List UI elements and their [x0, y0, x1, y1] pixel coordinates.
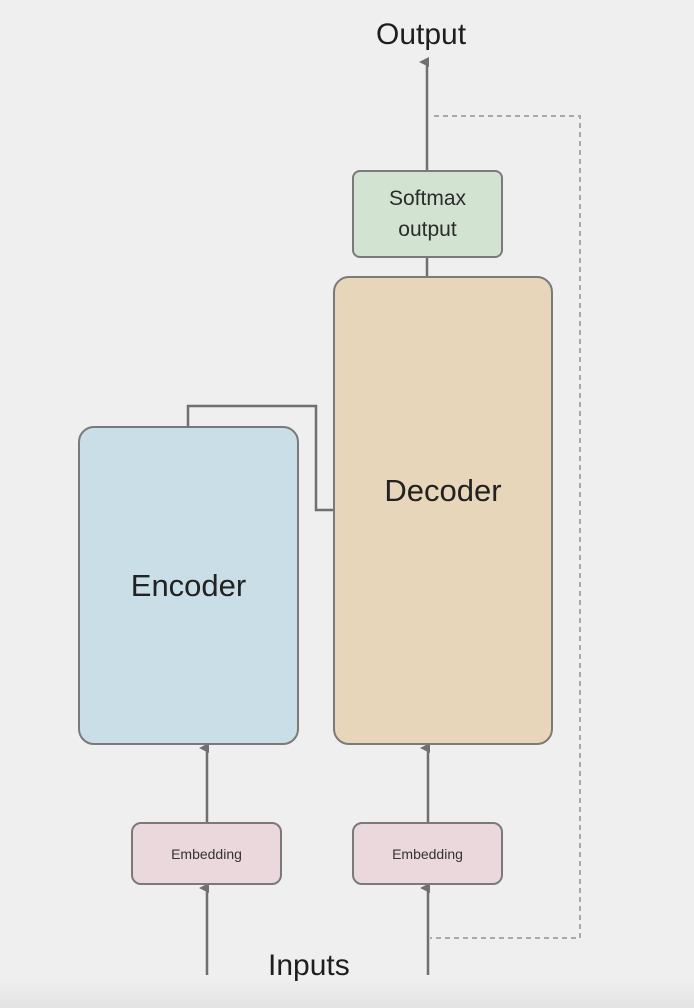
decoder-node: Decoder — [333, 276, 553, 745]
softmax-output-node: Softmax output — [352, 170, 503, 258]
encoder-label: Encoder — [130, 567, 247, 603]
decoder-embedding-node: Embedding — [352, 822, 503, 885]
softmax-label-line1: Softmax — [388, 187, 467, 210]
inputs-label: Inputs — [268, 949, 350, 982]
encoder-to-decoder-line — [186, 404, 334, 512]
feedback-dotted-line — [430, 115, 581, 939]
encoder-embedding-node: Embedding — [131, 822, 282, 885]
encoder-node: Encoder — [78, 426, 299, 745]
decoder-embedding-label: Embedding — [392, 845, 463, 862]
softmax-label-line2: output — [398, 218, 457, 241]
decoder-label: Decoder — [384, 472, 502, 508]
background-shade — [0, 978, 694, 1008]
output-label: Output — [376, 18, 467, 51]
encoder-embedding-label: Embedding — [171, 845, 242, 862]
